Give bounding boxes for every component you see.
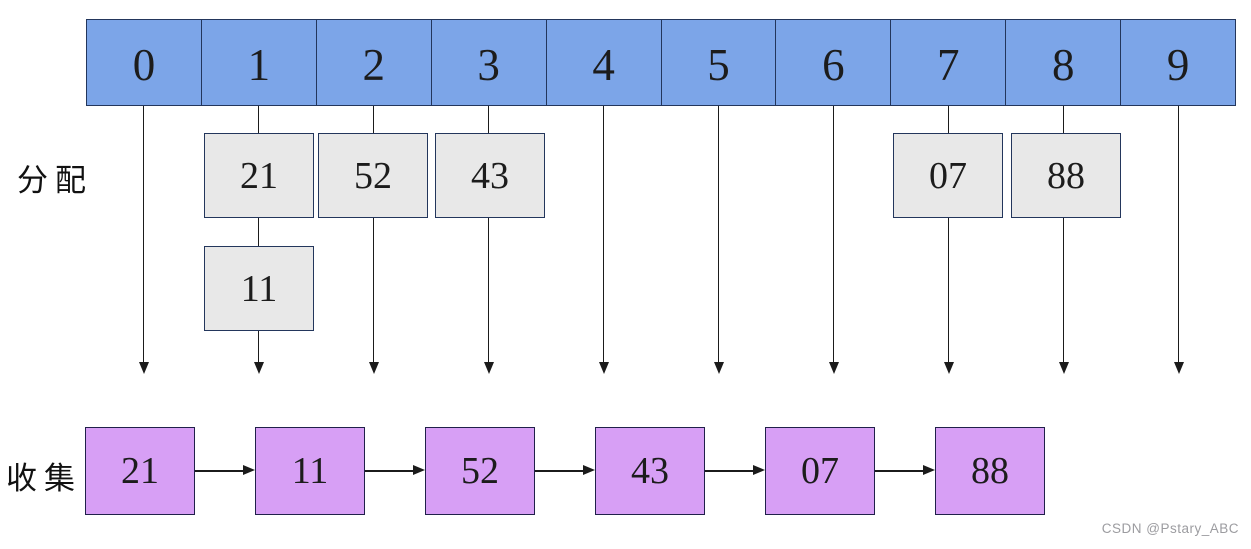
arrow-shaft (1062, 106, 1065, 363)
arrow-shaft (535, 470, 584, 472)
bucket-1-down-arrow (253, 106, 264, 374)
arrow-head-icon (753, 465, 765, 475)
bucket-3-down-arrow (483, 106, 494, 374)
watermark: CSDN @Pstary_ABC (1101, 521, 1239, 536)
link-arrow-2 (535, 465, 595, 477)
collected-node-11: 11 (255, 427, 365, 515)
arrow-shaft (602, 106, 605, 363)
arrow-shaft (487, 106, 490, 363)
arrow-shaft (142, 106, 145, 363)
bucket-8-down-arrow (1058, 106, 1069, 374)
arrow-head-icon (483, 362, 494, 374)
distributed-box-11: 11 (204, 246, 314, 331)
arrow-head-icon (368, 362, 379, 374)
arrow-head-icon (1173, 362, 1184, 374)
arrow-head-icon (713, 362, 724, 374)
arrow-shaft (832, 106, 835, 363)
bucket-cell-8: 8 (1006, 20, 1122, 105)
bucket-5-down-arrow (713, 106, 724, 374)
distributed-box-07: 07 (893, 133, 1003, 218)
bucket-cell-5: 5 (662, 20, 777, 105)
bucket-6-down-arrow (828, 106, 839, 374)
link-arrow-3 (705, 465, 765, 477)
bucket-cell-9: 9 (1166, 39, 1190, 90)
distributed-box-52: 52 (318, 133, 428, 218)
arrow-shaft (257, 106, 260, 363)
bucket-cell-4: 4 (547, 20, 662, 105)
bucket-cell-1: 1 (202, 20, 317, 105)
arrow-head-icon (828, 362, 839, 374)
arrow-head-icon (243, 465, 255, 475)
link-arrow-1 (365, 465, 425, 477)
arrow-head-icon (1058, 362, 1069, 374)
collected-node-21: 21 (85, 427, 195, 515)
distributed-box-21: 21 (204, 133, 314, 218)
arrow-shaft (365, 470, 414, 472)
arrow-shaft (195, 470, 244, 472)
link-arrow-4 (875, 465, 935, 477)
bucket-2-down-arrow (368, 106, 379, 374)
collected-node-52: 52 (425, 427, 535, 515)
distributed-box-88: 88 (1011, 133, 1121, 218)
collected-node-88: 88 (935, 427, 1045, 515)
bucket-cell-6: 6 (776, 20, 892, 105)
bucket-cell-7: 7 (891, 20, 1007, 105)
bucket-9-down-arrow (1173, 106, 1184, 374)
arrow-head-icon (583, 465, 595, 475)
arrow-head-icon (943, 362, 954, 374)
distribute-label: 分配 (17, 163, 93, 198)
arrow-head-icon (598, 362, 609, 374)
bucket-7-down-arrow (943, 106, 954, 374)
arrow-shaft (372, 106, 375, 363)
bucket-cell-3: 3 (432, 20, 547, 105)
arrow-head-icon (923, 465, 935, 475)
arrow-shaft (875, 470, 924, 472)
arrow-head-icon (138, 362, 149, 374)
bucket-array: 0 1 2 3 4 5 6 7 8 9 (86, 19, 1236, 106)
arrow-head-icon (413, 465, 425, 475)
link-arrow-0 (195, 465, 255, 477)
arrow-shaft (717, 106, 720, 363)
arrow-shaft (1177, 106, 1180, 363)
collected-node-07: 07 (765, 427, 875, 515)
bucket-0-down-arrow (138, 106, 149, 374)
bucket-4-down-arrow (598, 106, 609, 374)
collect-label: 收集 (6, 461, 82, 496)
bucket-cell-0: 0 (87, 20, 202, 105)
arrow-shaft (705, 470, 754, 472)
bucket-cell-2: 2 (317, 20, 432, 105)
collected-node-43: 43 (595, 427, 705, 515)
distributed-box-43: 43 (435, 133, 545, 218)
arrow-shaft (947, 106, 950, 363)
arrow-head-icon (253, 362, 264, 374)
